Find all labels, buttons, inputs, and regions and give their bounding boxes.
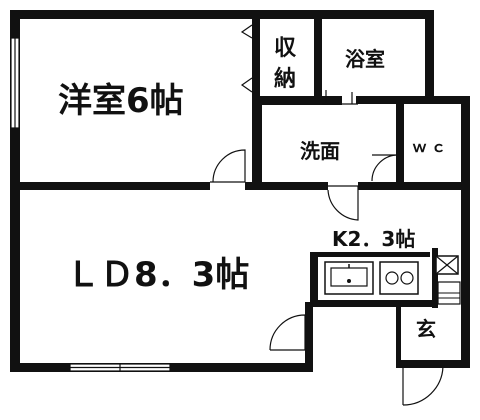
label-wc: ｗｃ	[412, 138, 450, 156]
wall-bath-right	[425, 10, 434, 100]
door-front	[402, 365, 445, 406]
stove-icon	[379, 261, 419, 295]
wall-kitchen-left	[310, 252, 318, 306]
wall-bath-bottom	[356, 96, 434, 104]
doors	[210, 24, 445, 406]
wall-top	[10, 10, 434, 19]
wall-western-bottom-2	[245, 182, 328, 190]
door-washroom	[327, 185, 359, 221]
wall-entrance-left	[396, 300, 401, 368]
label-washroom: 洗面	[300, 139, 340, 163]
door-wc	[371, 154, 399, 182]
wall-right	[461, 96, 470, 368]
label-western-room: 洋室6帖	[58, 81, 184, 121]
wall-closet-right	[314, 10, 322, 105]
wall-left	[10, 10, 20, 372]
wall-fridge-left	[432, 248, 438, 308]
door-ld	[269, 314, 306, 351]
wall-ld-top-right	[358, 182, 470, 190]
wall-western-right-low	[252, 104, 262, 190]
label-ld: ＬＤ8．3帖	[66, 255, 249, 295]
walls	[10, 10, 470, 372]
wall-kitchen-top	[318, 252, 430, 257]
door-western	[210, 149, 246, 183]
wall-wc-left	[396, 96, 404, 190]
door-bath	[322, 90, 358, 105]
kitchen-fixtures	[324, 255, 461, 305]
door-closet-fold	[240, 24, 253, 93]
wall-kitchen-bottom	[310, 300, 436, 307]
windows	[10, 37, 171, 372]
wall-entrance-bottom	[398, 360, 470, 368]
wall-kitchen-left-low	[305, 302, 313, 372]
label-storage-1: 収	[274, 36, 297, 61]
label-storage-2: 納	[274, 66, 296, 92]
label-kitchen: K2．3帖	[332, 227, 415, 251]
label-bathroom: 浴室	[345, 47, 385, 71]
label-entrance: 玄	[416, 317, 436, 341]
wall-western-bottom	[10, 182, 210, 190]
wall-closet-bottom	[252, 96, 342, 105]
room-labels: 洋室6帖 収 納 浴室 洗面 ｗｃ ＬＤ8．3帖 K2．3帖 玄	[58, 36, 450, 341]
wall-western-right	[252, 10, 260, 110]
